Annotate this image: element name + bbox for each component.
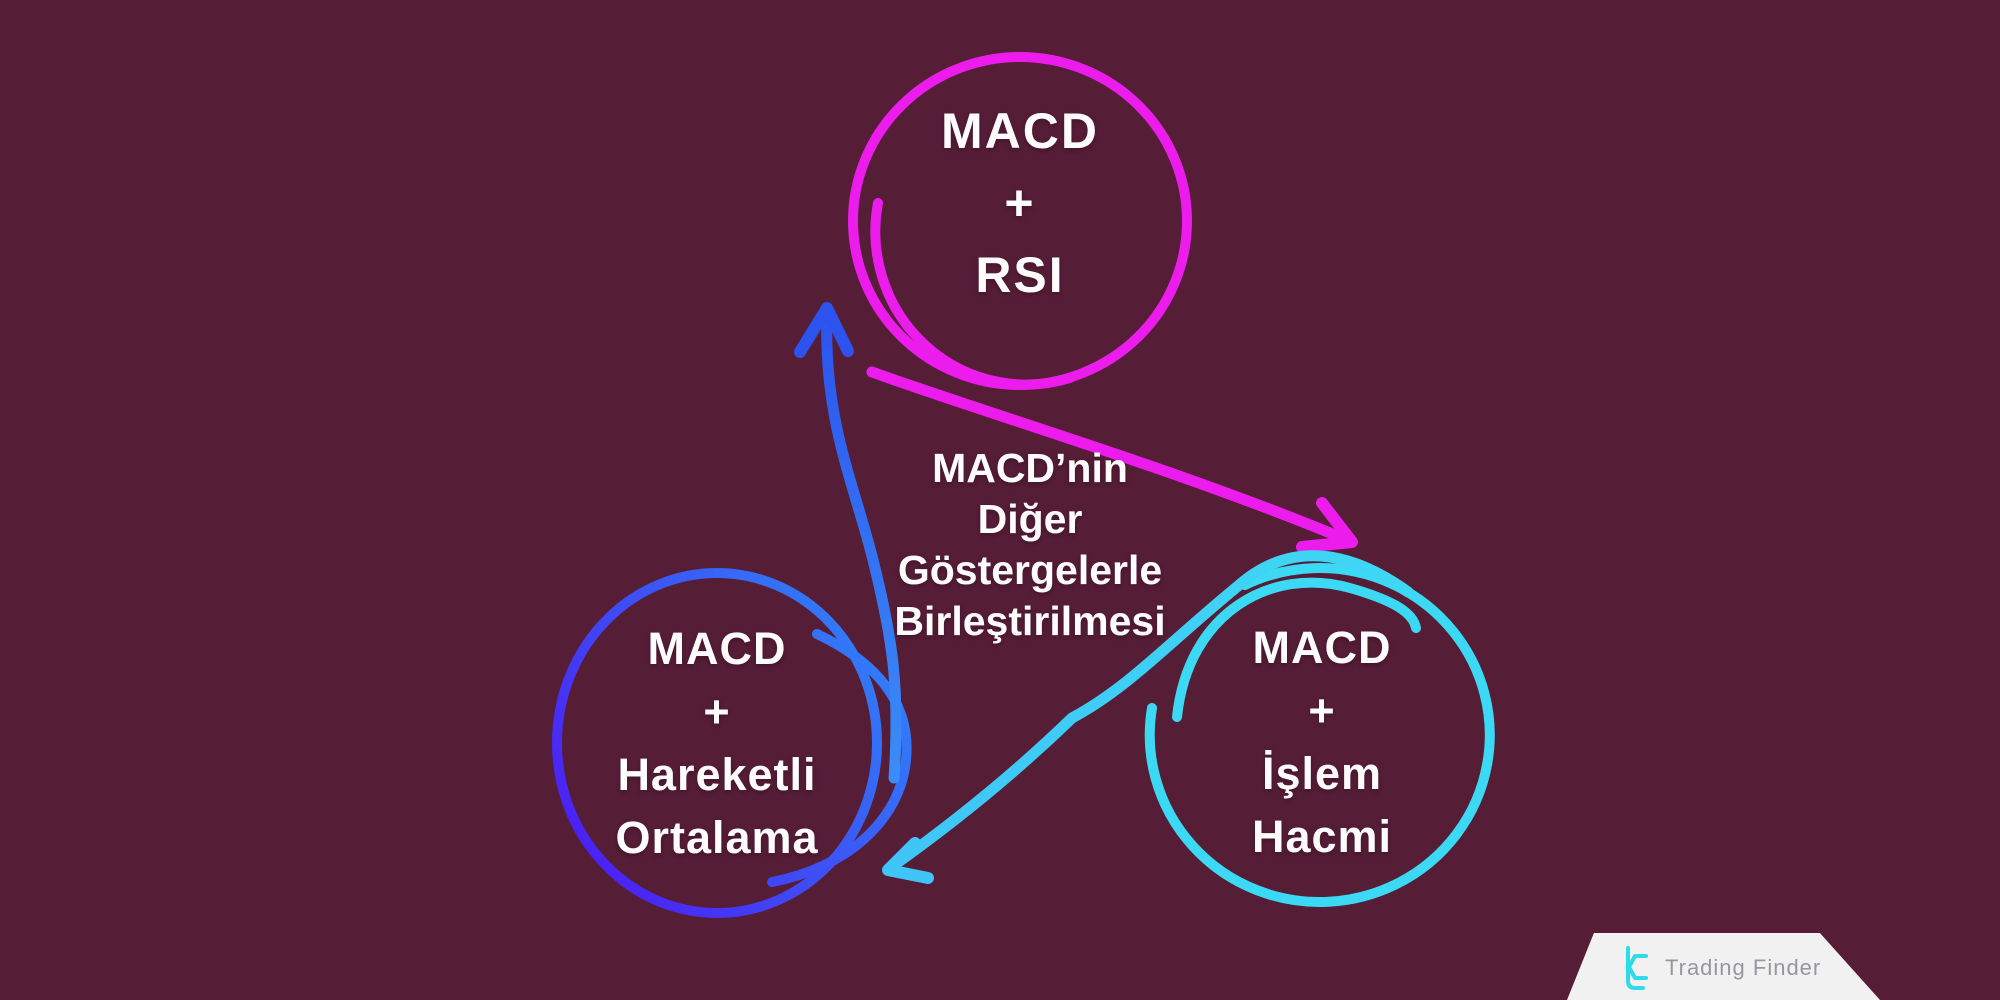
arrow-left-to-top-shaft [821,304,902,784]
right-circle-sketch-arc [1172,577,1421,722]
arrow-right-to-left-shaft [884,550,1414,874]
trading-finder-logo-icon [1626,945,1648,990]
left-circle-label-line: Hareketli [617,749,817,800]
caption-line: Birleştirilmesi [894,598,1166,644]
caption-line: Göstergelerle [897,547,1163,593]
center-caption: MACD’nin Diğer Göstergelerle Birleştiril… [830,443,1230,647]
right-circle-label: MACD + İşlem Hacmi [1162,616,1482,868]
plus-sign: + [703,686,731,737]
caption-line: MACD’nin [932,445,1128,491]
left-circle-outline [552,568,882,918]
left-circle-label-line: Ortalama [615,812,819,863]
left-circle-sketch-arc [767,629,912,887]
brand-badge: Trading Finder [1567,933,1880,1000]
brand-name: Trading Finder [1665,954,1822,980]
top-circle-label: MACD + RSI [870,95,1170,311]
arrow-right-to-left-head [882,837,934,884]
arrow-right-to-left [882,550,1414,884]
plus-sign: + [1308,685,1336,736]
top-circle-sketch-arc [870,198,1075,390]
arrow-top-to-right-head [1296,497,1358,553]
logo-icon-stem [1626,945,1645,990]
right-circle-label-line: Hacmi [1251,811,1393,862]
logo-icon-bracket [1627,953,1648,980]
caption-line: Diğer [977,496,1083,542]
top-circle-label-line: RSI [975,247,1065,303]
right-circle-label-line: İşlem [1261,748,1383,799]
left-circle-label: MACD + Hareketli Ortalama [557,617,877,869]
brand-lockup: Trading Finder [1619,945,1821,991]
right-circle-label-line: MACD [1252,622,1392,673]
arrow-top-to-right-shaft [866,366,1358,548]
left-circle-label-line: MACD [647,623,787,674]
arrow-left-to-top-head [794,302,854,358]
plus-sign: + [1004,175,1036,231]
arrow-top-to-right [866,366,1358,553]
arrow-left-to-top [794,302,902,784]
top-circle-label-line: MACD [941,103,1099,159]
